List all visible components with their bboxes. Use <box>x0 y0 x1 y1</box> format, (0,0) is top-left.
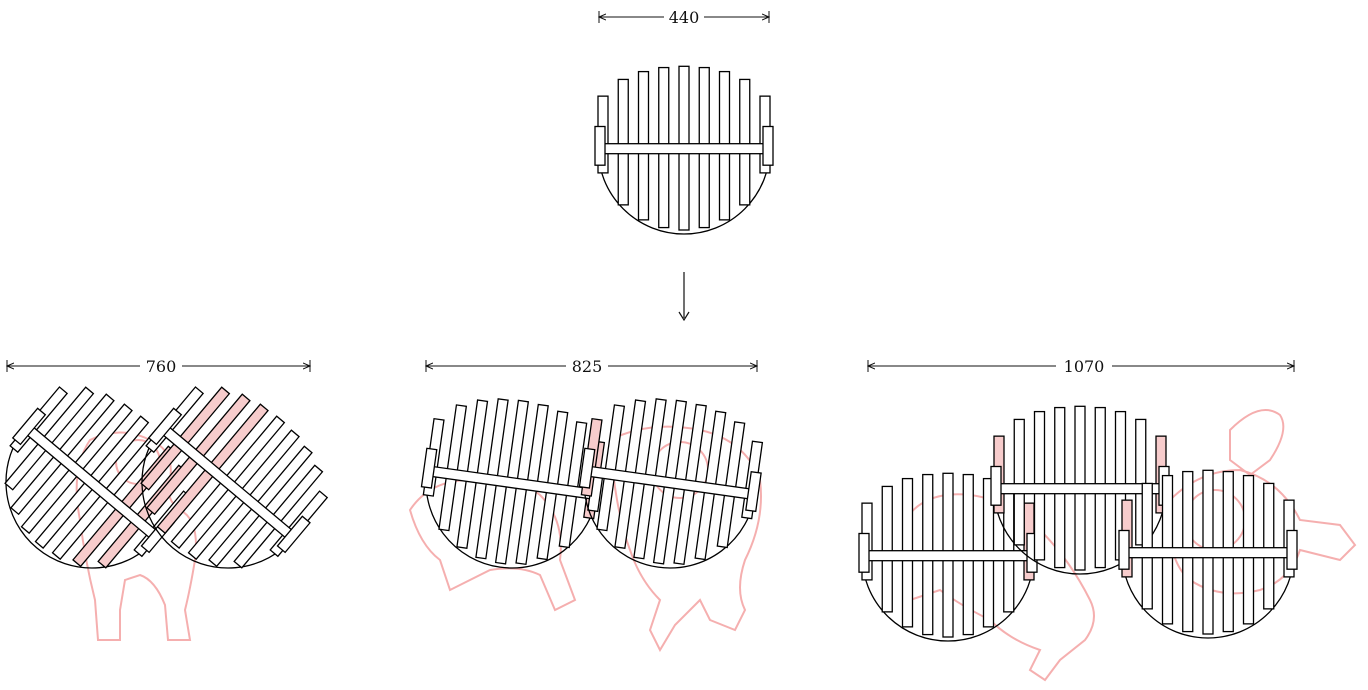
slat <box>1013 418 1025 546</box>
dimension-single: 440 <box>599 8 769 27</box>
config-c-units <box>858 405 1298 642</box>
seat-arc <box>861 554 1035 642</box>
down-arrow-icon <box>678 272 690 322</box>
slat <box>596 404 626 532</box>
chair-unit-c-middle <box>990 405 1170 575</box>
end-slat <box>11 407 47 446</box>
seat-arc <box>583 469 756 569</box>
dimension-config-b-label: 825 <box>572 357 603 376</box>
seat-arc <box>597 147 771 235</box>
slat <box>233 464 324 569</box>
seat-arc <box>1121 551 1295 639</box>
slat <box>1263 482 1275 610</box>
crossbar <box>863 550 1033 562</box>
end-slat <box>1118 529 1130 570</box>
slat <box>716 421 746 549</box>
dimension-config-c: 1070 <box>868 357 1294 376</box>
slat <box>1135 418 1147 546</box>
end-slat <box>745 470 762 513</box>
crossbar <box>599 143 769 155</box>
end-slat <box>1286 529 1298 570</box>
end-slat <box>420 447 438 489</box>
single-chair-unit <box>594 65 774 235</box>
dimension-config-a-label: 760 <box>146 357 177 376</box>
crossbar <box>1123 547 1293 559</box>
end-slat <box>276 515 311 554</box>
slat <box>4 386 95 491</box>
chair-unit-b-right <box>578 398 764 569</box>
config-a-units <box>4 386 329 569</box>
crossbar <box>995 483 1165 495</box>
dimension-config-b: 825 <box>426 357 757 376</box>
end-slat <box>762 125 774 166</box>
end-slat <box>147 407 183 446</box>
chair-unit-c-right <box>1118 469 1298 639</box>
config-b-units <box>420 398 764 569</box>
end-slat <box>578 447 596 489</box>
seat-arc <box>993 487 1167 575</box>
chair-unit-c-left <box>858 472 1038 642</box>
dimension-single-label: 440 <box>669 8 700 27</box>
seat-arc <box>141 426 295 569</box>
dimension-config-c-label: 1070 <box>1064 357 1105 376</box>
slat <box>558 421 588 549</box>
slat <box>1003 485 1015 613</box>
slat <box>617 78 629 206</box>
slat <box>140 386 231 491</box>
dimension-config-a: 760 <box>7 357 310 376</box>
end-slat <box>990 465 1002 506</box>
chair-unit-top <box>594 65 774 235</box>
chair-unit-a-right <box>140 386 329 569</box>
seat-arc <box>425 469 598 569</box>
slat <box>1141 482 1153 610</box>
slat <box>739 78 751 206</box>
slat <box>881 485 893 613</box>
slat <box>438 404 468 532</box>
seat-arc <box>5 426 159 569</box>
end-slat <box>594 125 606 166</box>
end-slat <box>858 532 870 573</box>
